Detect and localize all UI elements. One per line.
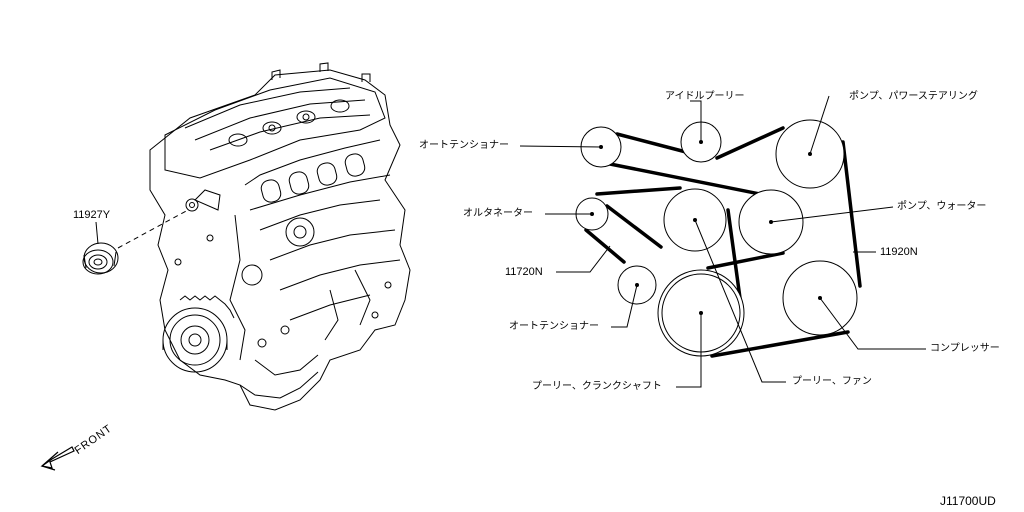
label-power-steering-pump: ポンプ、パワーステアリング (849, 91, 978, 102)
label-alternator: オルタネーター (463, 208, 533, 219)
part-number-11720n: 11720N (505, 266, 543, 278)
part-number-11927y: 11927Y (73, 209, 111, 221)
diagram-code: J11700UD (940, 494, 996, 508)
leader-lines (519, 95, 926, 388)
belt-routing (584, 126, 862, 358)
label-fan-pulley: プーリー、ファン (792, 376, 872, 387)
label-water-pump: ポンプ、ウォーター (897, 201, 987, 212)
label-compressor: コンプレッサー (930, 343, 1000, 354)
engine-illustration (149, 62, 411, 411)
part-dashed-leader (117, 209, 189, 249)
label-auto-tensioner-upper: オートテンショナー (419, 140, 509, 151)
part-number-11920n: 11920N (880, 246, 918, 258)
label-idler-pulley: アイドルプーリー (665, 91, 745, 102)
pulleys (575, 119, 858, 357)
label-crankshaft-pulley: プーリー、クランクシャフト (532, 381, 662, 392)
part-number-leader (95, 221, 99, 245)
label-auto-tensioner-lower: オートテンショナー (509, 321, 599, 332)
front-arrow-icon (40, 446, 75, 471)
tensioner-pulley-part (82, 242, 119, 275)
